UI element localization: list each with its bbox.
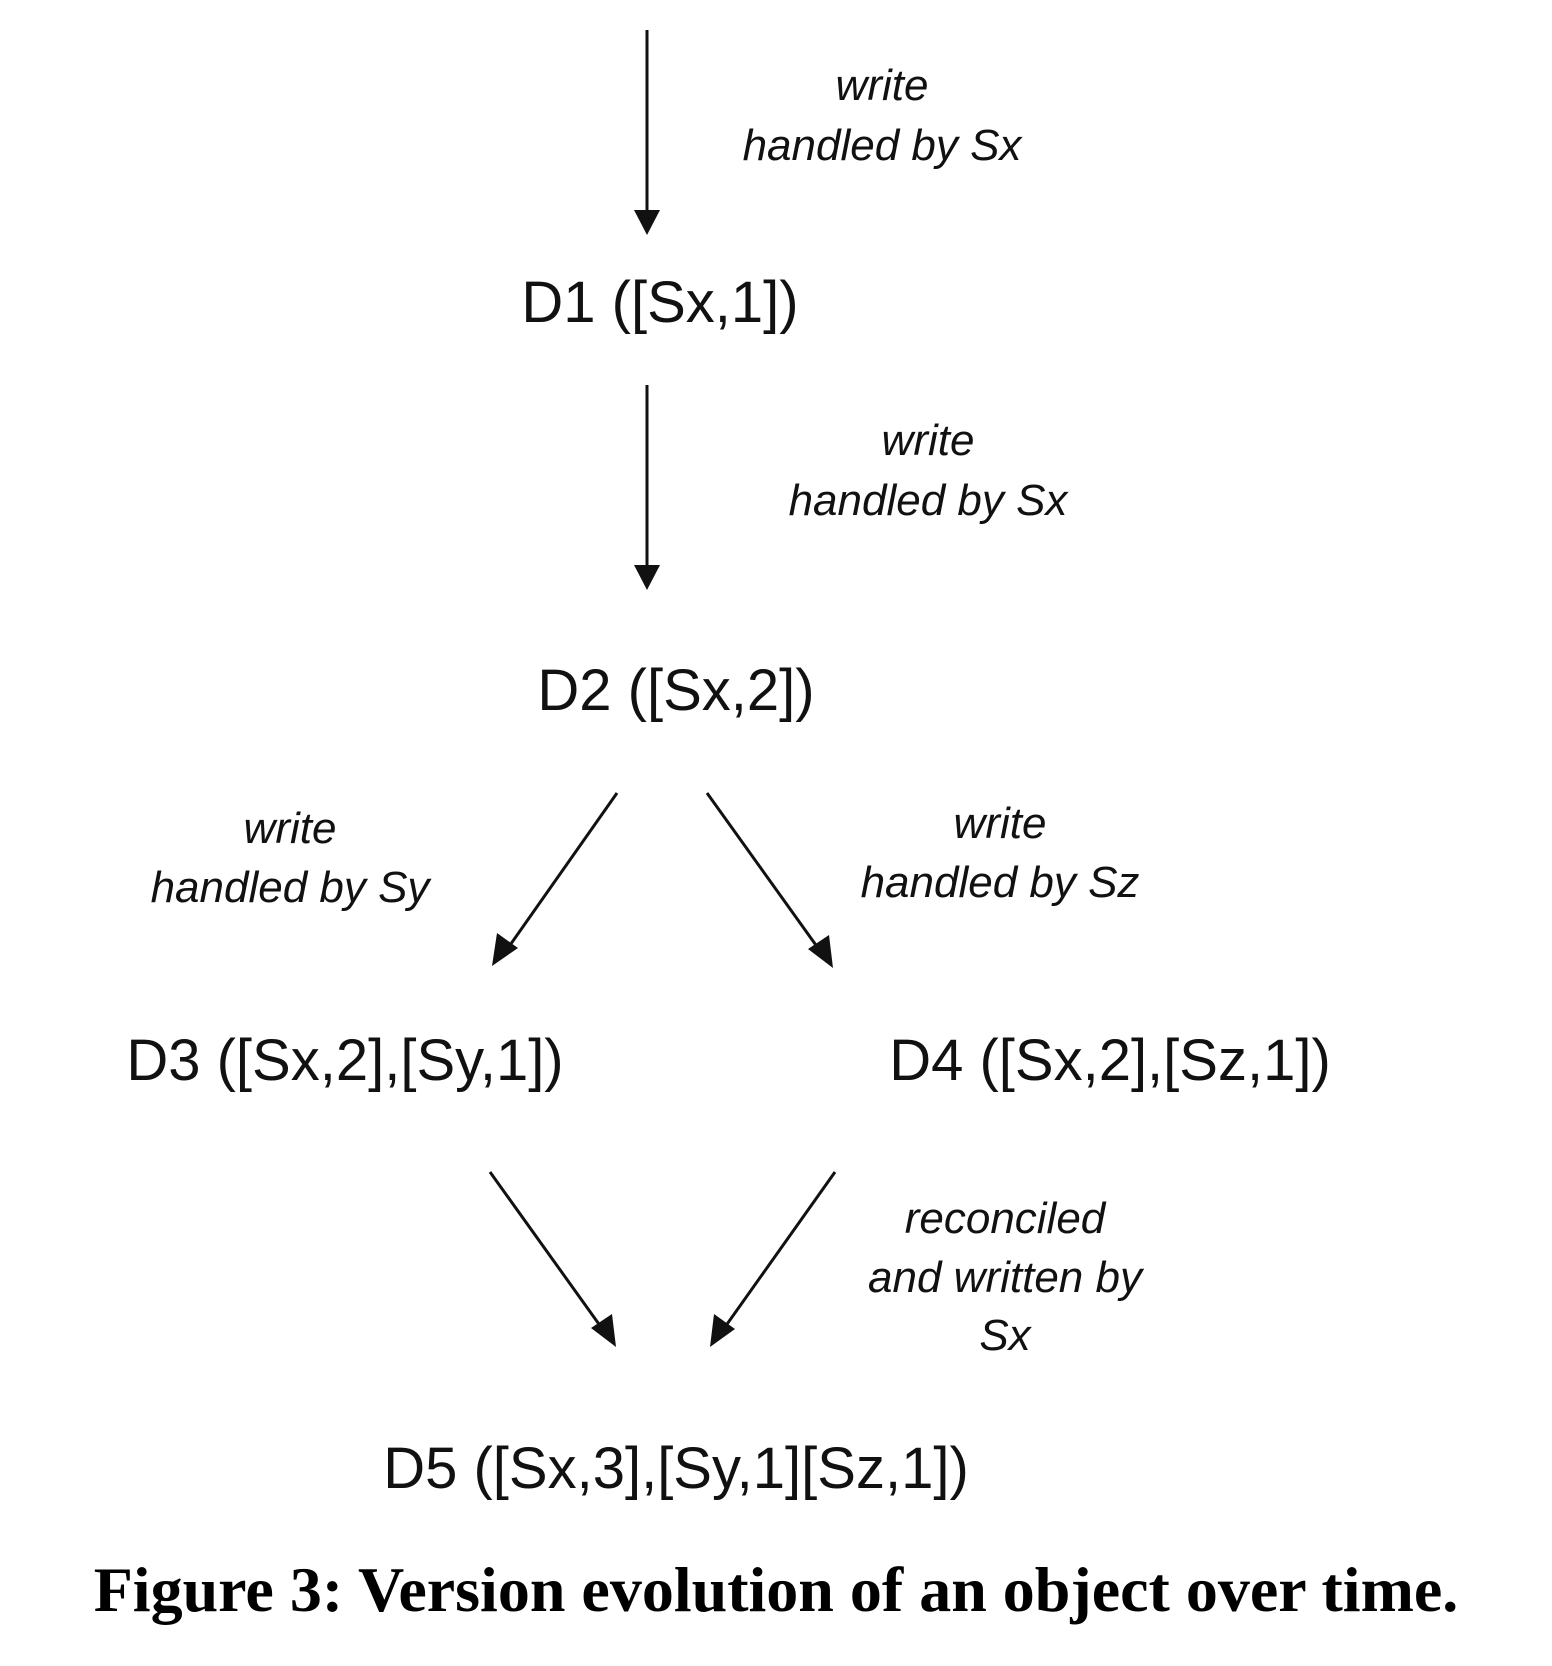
edge-label-line: handled by Sy — [151, 863, 433, 912]
edge-label-line: write — [244, 804, 337, 853]
node-d1: D1 ([Sx,1]) — [521, 270, 798, 335]
edge-start-d1: write handled by Sx — [634, 30, 1023, 235]
edge-label-line: write — [954, 799, 1047, 848]
edge-label-line: write — [882, 416, 975, 465]
edge-d4-d5: reconciled and written by Sx — [710, 1171, 1145, 1360]
node-d2: D2 ([Sx,2]) — [537, 658, 814, 723]
edge-d2-d4: write handled by Sz — [705, 792, 1140, 968]
edge-label-line: reconciled — [905, 1194, 1107, 1243]
node-d4: D4 ([Sx,2],[Sz,1]) — [889, 1028, 1331, 1093]
edge-d1-d2: write handled by Sx — [634, 385, 1069, 590]
edge-label-line: handled by Sz — [861, 858, 1140, 907]
edge-label-line: Sx — [979, 1311, 1032, 1360]
edge-d3-d5 — [488, 1171, 616, 1347]
edge-label-line: handled by Sx — [789, 476, 1070, 525]
node-d5: D5 ([Sx,3],[Sy,1][Sz,1]) — [383, 1436, 969, 1501]
node-d3: D3 ([Sx,2],[Sy,1]) — [126, 1028, 563, 1093]
edge-label-line: and written by — [868, 1253, 1145, 1302]
edge-d2-d3: write handled by Sy — [151, 792, 619, 966]
edge-label-line: handled by Sx — [743, 121, 1024, 170]
figure-caption: Figure 3: Version evolution of an object… — [93, 1554, 1459, 1625]
edge-label-line: write — [836, 61, 929, 110]
